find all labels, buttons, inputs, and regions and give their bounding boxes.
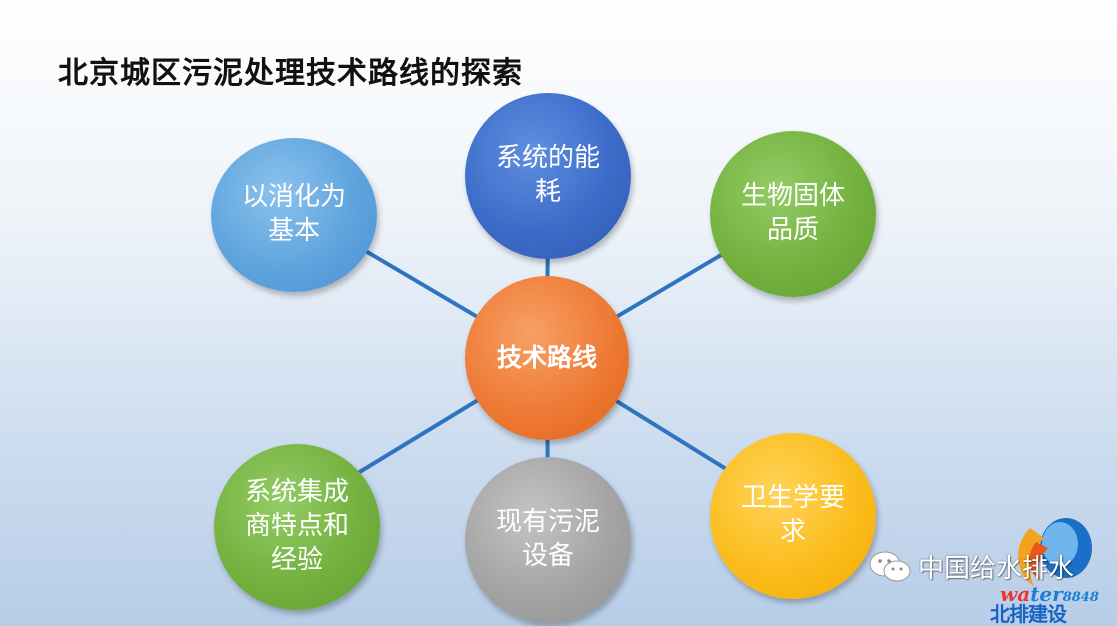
node-line: 生物固体 [740,181,845,212]
watermark: 中国给水排水 [868,548,1074,585]
logo-brand: water8848 [1000,582,1099,606]
node-line: 设备 [521,541,574,571]
node-center-technical-route: 技术路线 [465,276,629,440]
node-line: 系统集成 [244,477,349,508]
node-line: 卫生学要 [740,483,845,514]
node-line: 经验 [270,544,323,575]
logo-icon [1018,518,1092,586]
node-line: 商特点和 [244,511,349,542]
node-energy-consumption: 系统的能 耗 [465,93,631,259]
watermark-text: 中国给水排水 [918,554,1075,584]
node-existing-equipment: 现有污泥 设备 [465,457,631,623]
node-line: 现有污泥 [495,507,600,538]
node-digestion-basis: 以消化为 基本 [211,138,377,292]
slide-title: 北京城区污泥处理技术路线的探索 [58,56,523,91]
node-system-integrator: 系统集成 商特点和 经验 [214,444,380,610]
node-line: 系统的能 [495,143,600,174]
center-label: 技术路线 [496,342,597,372]
wechat-icon [869,551,911,581]
node-hygiene-requirements: 卫生学要 求 [710,433,876,599]
logo-subtitle: 北排建设 [990,602,1067,626]
node-line: 以消化为 [241,182,346,213]
node-line: 品质 [766,215,819,245]
node-line: 基本 [267,216,320,246]
node-biosolids-quality: 生物固体 品质 [710,131,876,297]
node-line: 求 [779,517,806,547]
node-line: 耗 [534,177,561,207]
